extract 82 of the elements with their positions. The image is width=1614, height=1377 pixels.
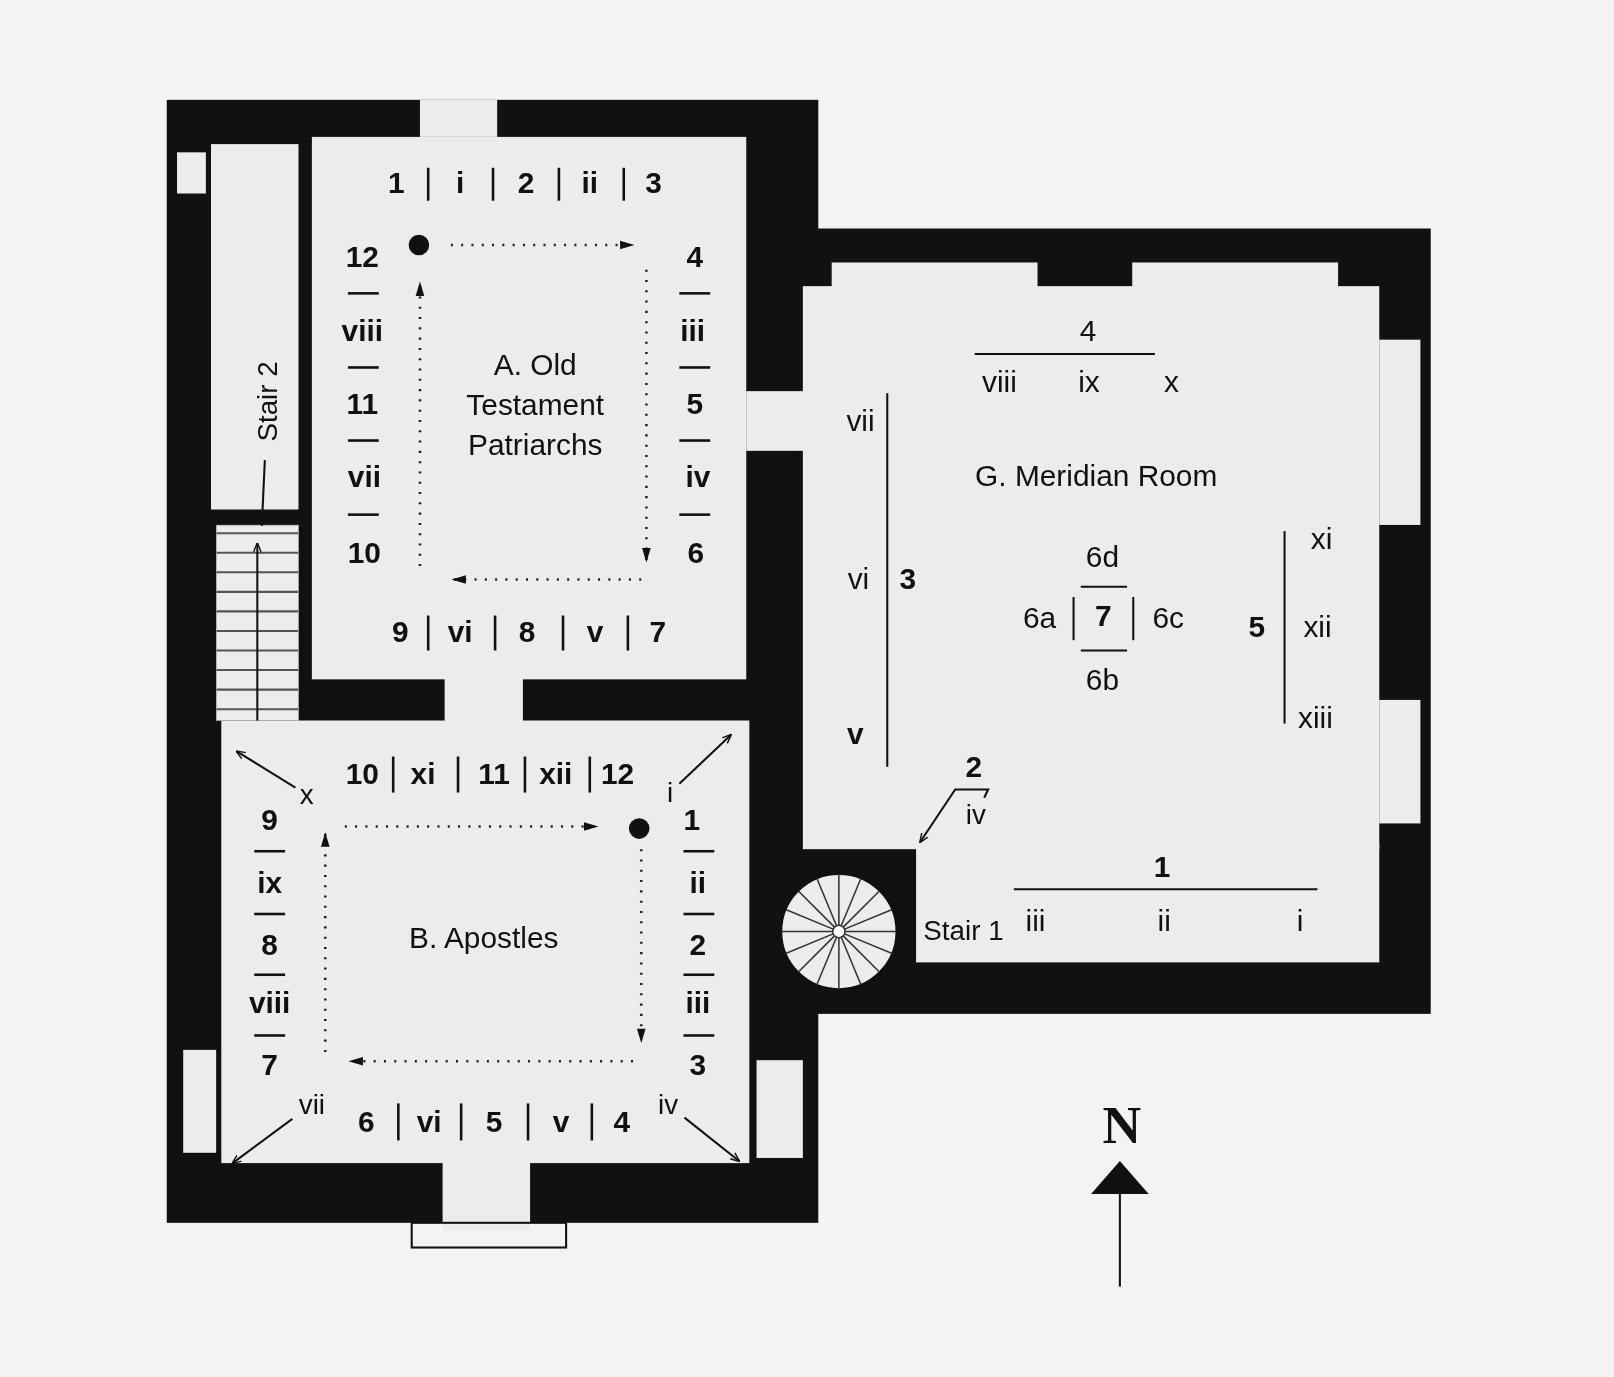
callout-number: ix	[1078, 366, 1100, 397]
callout-number: iii	[680, 316, 706, 347]
callout-number: viii	[341, 316, 384, 347]
callout-number: 4	[1079, 316, 1097, 347]
callout-number: i	[455, 168, 465, 199]
callout-number: 11	[346, 389, 379, 420]
callout-number: 2	[689, 929, 707, 960]
room-floor	[221, 720, 750, 1164]
callout-number: ii	[1157, 906, 1171, 937]
callout-number: iii	[1025, 906, 1046, 937]
callout-number: vii	[347, 462, 381, 493]
callout-number: 9	[261, 805, 278, 836]
callout-number: iv	[685, 462, 711, 493]
callout-number: ix	[257, 868, 283, 899]
stair-label: Stair 1	[923, 915, 1004, 947]
callout-number: 4	[613, 1107, 630, 1137]
room-name: A. Old Testament Patriarchs	[465, 346, 606, 464]
callout-number: 9	[392, 617, 409, 647]
callout-number: 12	[600, 759, 635, 789]
callout-number: 6d	[1085, 541, 1119, 572]
callout-number: 2	[965, 751, 982, 782]
staircase-drawing	[216, 524, 299, 721]
callout-number: xii	[1303, 611, 1332, 642]
callout-number: xi	[1310, 524, 1333, 555]
callout-number: iii	[685, 988, 711, 1019]
callout-number: 6	[358, 1107, 375, 1137]
callout-number: v	[847, 718, 864, 749]
room-name: B. Apostles	[408, 920, 560, 957]
stair-label: Stair 2	[249, 344, 287, 459]
callout-number: 7	[1095, 601, 1112, 632]
callout-number: viii	[248, 988, 291, 1019]
callout-number: ii	[689, 868, 707, 899]
callout-number: 1	[1153, 852, 1171, 883]
callout-number: vi	[847, 564, 870, 595]
callout-number: i	[662, 777, 678, 808]
callout-number: 4	[686, 242, 704, 273]
callout-number: 1	[683, 805, 700, 836]
leader-line	[678, 733, 733, 785]
callout-number: vi	[447, 617, 473, 647]
callout-number: x	[297, 779, 316, 811]
callout-number: 6b	[1085, 665, 1119, 696]
callout-number: vi	[416, 1107, 442, 1137]
callout-number: 5	[686, 389, 704, 420]
callout-number: 10	[345, 759, 379, 789]
callout-number: iv	[653, 1089, 683, 1120]
callout-number: ii	[581, 168, 599, 199]
callout-number: 11	[478, 759, 510, 789]
callout-number: 8	[518, 617, 536, 647]
callout-number: 5	[1248, 611, 1266, 642]
callout-number: vii	[294, 1089, 330, 1120]
callout-number: v	[586, 617, 604, 647]
callout-number: xi	[410, 759, 436, 789]
callout-number: 3	[689, 1050, 707, 1081]
leader-line	[919, 788, 990, 844]
room-floor	[311, 136, 747, 680]
callout-number: 8	[261, 929, 278, 960]
callout-number: 6	[687, 537, 705, 568]
leader-line	[257, 460, 267, 527]
callout-number: xii	[539, 759, 573, 789]
callout-number: 6c	[1152, 603, 1184, 634]
callout-number: 7	[649, 617, 667, 647]
callout-number: 10	[347, 537, 381, 568]
callout-number: v	[552, 1107, 570, 1137]
callout-number: 1	[387, 168, 405, 199]
callout-number: vii	[846, 406, 875, 436]
leader-line	[235, 750, 296, 789]
leader-line	[683, 1116, 741, 1163]
callout-number: 12	[345, 242, 379, 273]
callout-number: x	[1163, 366, 1179, 397]
callout-number: xiii	[1298, 703, 1333, 734]
callout-number: 6a	[1023, 603, 1057, 634]
north-label: N	[1102, 1098, 1142, 1152]
callout-number: 3	[899, 564, 917, 595]
room-name: G. Meridian Room	[974, 458, 1219, 494]
callout-number: viii	[982, 366, 1017, 397]
callout-number: 2	[517, 168, 535, 199]
callout-number: 7	[261, 1050, 278, 1081]
callout-number: 3	[645, 168, 662, 199]
callout-number: 5	[485, 1107, 503, 1137]
callout-number: iv	[961, 799, 991, 831]
callout-number: i	[1296, 906, 1304, 937]
leader-line	[231, 1118, 293, 1165]
